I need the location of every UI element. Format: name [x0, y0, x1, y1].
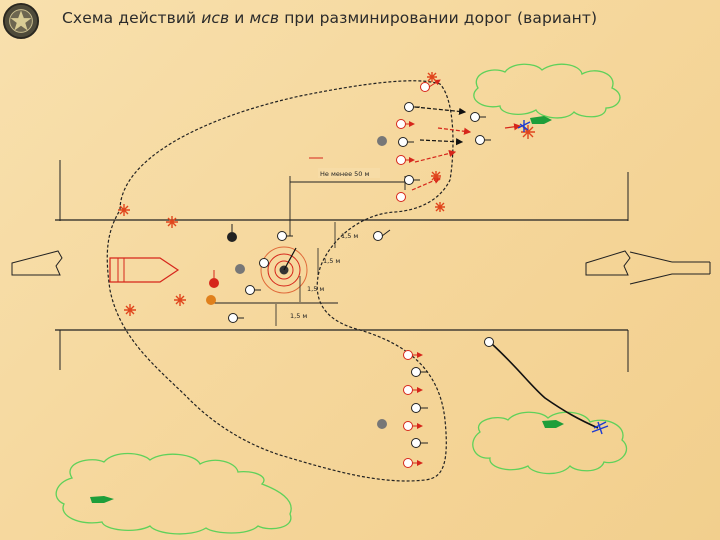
distance-dimension: Не менее 50 м — [289, 157, 406, 236]
explosion-burst-icon — [166, 216, 178, 228]
explosion-burst-icon — [174, 294, 186, 306]
svg-text:1,5 м: 1,5 м — [290, 312, 307, 320]
soldier-circle-icon — [396, 192, 406, 202]
bush-bottom-left — [55, 452, 292, 535]
explosion-burst-icon — [521, 125, 535, 139]
road — [11, 160, 711, 372]
soldier-group — [228, 79, 494, 468]
explosion-burst-icon — [427, 72, 437, 82]
soldier-circle-icon — [404, 102, 420, 112]
soldier-circle-icon — [404, 175, 420, 185]
soldier-circle-icon — [228, 313, 244, 323]
vehicle-outline-icon — [109, 257, 180, 283]
soldier-circle-icon — [403, 421, 423, 431]
movement-arrows — [411, 106, 522, 191]
soldier-circle-icon — [403, 385, 423, 395]
svg-text:1,5 м: 1,5 м — [323, 257, 340, 265]
explosion-burst-icon — [435, 202, 445, 212]
soldier-circle-icon — [245, 285, 261, 295]
soldier-circle-icon — [475, 135, 491, 145]
page-title: Схема действий исв и мсв при разминирова… — [62, 9, 598, 27]
svg-text:1,5 м: 1,5 м — [341, 232, 358, 240]
soldier-circle-icon — [411, 367, 428, 377]
military-emblem-icon — [2, 2, 40, 40]
soldier-circle-icon — [470, 112, 486, 122]
soldier-circle-icon — [396, 119, 415, 129]
cable-line — [491, 343, 599, 429]
soldier-circle-icon — [420, 79, 441, 92]
distance-label: Не менее 50 м — [320, 170, 370, 178]
offset-labels: 1,5 м 1,5 м 1,5 м 1,5 м — [275, 222, 358, 326]
mine-icon-group — [206, 136, 387, 429]
explosion-burst-icon — [124, 304, 136, 316]
soldier-circle-icon — [398, 137, 414, 147]
mine-marker-icon — [530, 116, 552, 124]
soldier-circle-icon — [411, 438, 428, 448]
soldier-circle-icon — [373, 229, 391, 241]
explosion-burst-icon — [260, 246, 308, 294]
explosion-burst-icon — [118, 204, 130, 216]
soldier-circle-icon — [403, 350, 423, 360]
soldier-circle-icon — [396, 155, 415, 165]
blue-marker — [517, 120, 609, 435]
soldier-circle-icon — [259, 258, 269, 268]
explosion-marks — [118, 72, 535, 316]
soldier-circle-icon — [403, 458, 423, 468]
bush-bottom-right — [472, 411, 628, 475]
bush-top-right — [473, 63, 621, 119]
boundary-dashed — [106, 80, 454, 482]
explosion-burst-icon — [431, 171, 441, 181]
soldier-circle-icon — [484, 337, 494, 347]
soldier-circle-icon — [411, 403, 428, 413]
mine-marker-icon — [90, 496, 114, 503]
mine-marker-icon — [542, 420, 564, 428]
svg-text:1,5 м: 1,5 м — [307, 285, 324, 293]
soldier-circle-icon — [277, 231, 293, 241]
